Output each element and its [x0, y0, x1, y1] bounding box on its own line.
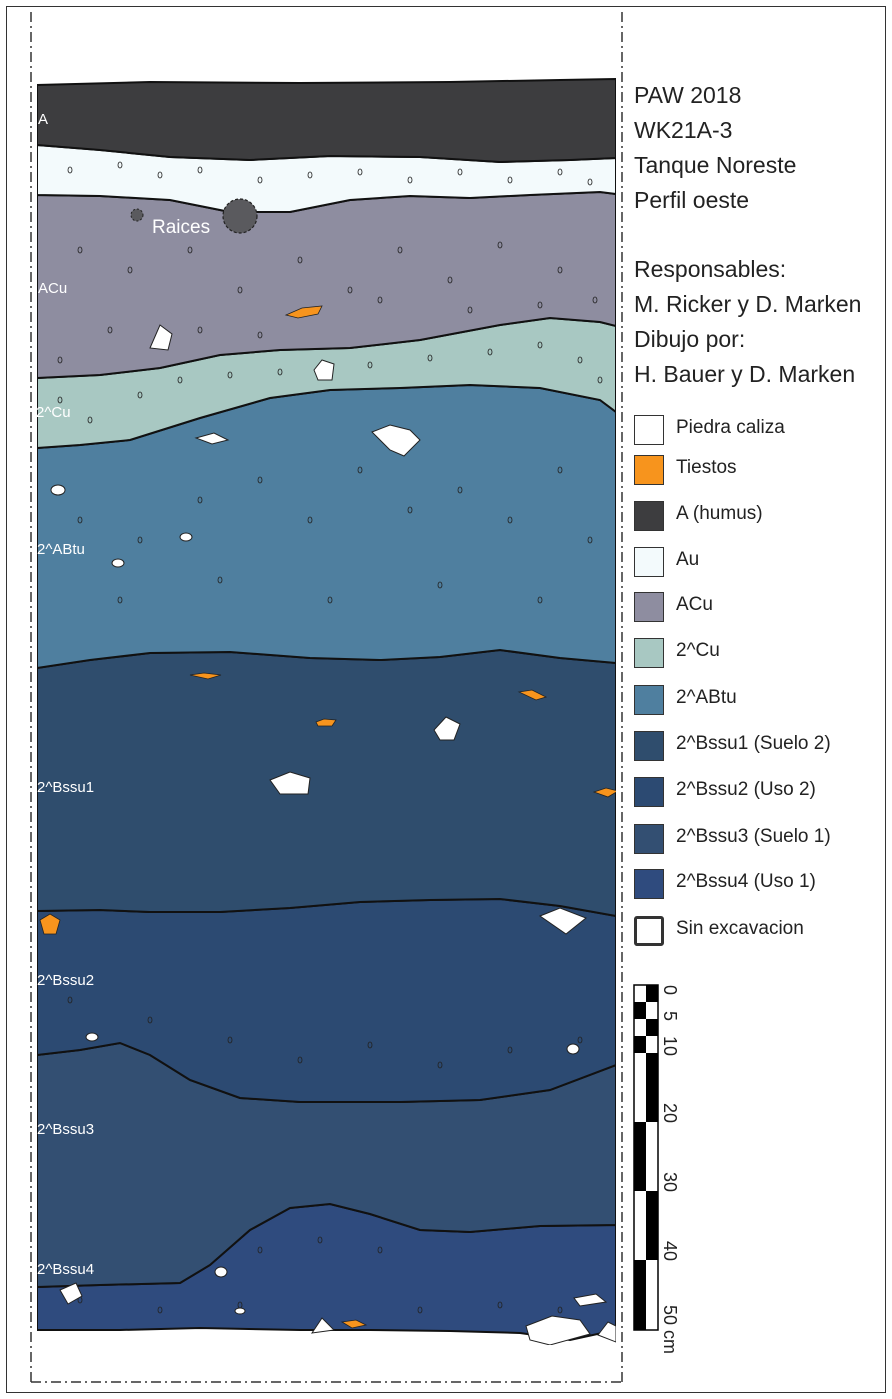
credits-line-1: Responsables: [634, 256, 787, 282]
legend-label-acu: ACu [676, 594, 713, 615]
layer-label-2bssu2: 2^Bssu2 [37, 972, 94, 989]
scale-bar: 0 5 10 20 30 40 50 cm [633, 984, 680, 1354]
legend-label-a-humus: A (humus) [676, 503, 763, 524]
legend-label-2bssu3: 2^Bssu3 (Suelo 1) [676, 826, 831, 847]
layer-label-2bssu3: 2^Bssu3 [37, 1121, 94, 1138]
legend-label-sin-excavacion: Sin excavacion [676, 918, 804, 939]
header-line-profile: Perfil oeste [634, 187, 750, 213]
legend-swatch-2cu [634, 638, 664, 668]
layer-2bssu1 [37, 648, 616, 918]
roots [130, 198, 258, 234]
limestone-pieces [50, 324, 616, 1345]
roots-label: Raices [152, 217, 210, 238]
legend-label-2bssu1: 2^Bssu1 (Suelo 2) [676, 733, 831, 754]
legend-swatch-tiestos [634, 455, 664, 485]
layer-label-2cu: 2^Cu [36, 404, 71, 421]
scale-tick-5: 5 [660, 1011, 680, 1021]
scale-tick-40: 40 [660, 1241, 680, 1261]
scale-tick-30: 30 [660, 1172, 680, 1192]
legend-swatch-a-humus [634, 501, 664, 531]
layer-label-a: A [38, 111, 48, 128]
scale-tick-20: 20 [660, 1103, 680, 1123]
legend-label-2bssu2: 2^Bssu2 (Uso 2) [676, 779, 816, 800]
header-line-project: PAW 2018 [634, 82, 742, 108]
sherd-pieces [39, 305, 616, 1329]
scale-tick-10: 10 [660, 1036, 680, 1056]
legend-swatch-2bssu3 [634, 824, 664, 854]
header-line-location: Tanque Noreste [634, 152, 797, 178]
figure-frame [6, 6, 886, 1393]
legend-label-au: Au [676, 549, 700, 570]
legend-swatch-2bssu1 [634, 731, 664, 761]
legend-swatch-sin-excavacion [634, 916, 664, 946]
legend-label-2bssu4: 2^Bssu4 (Uso 1) [676, 871, 816, 892]
layer-label-acu: ACu [38, 280, 67, 297]
legend-swatch-2abtu [634, 685, 664, 715]
legend-label-piedra-caliza: Piedra caliza [676, 417, 785, 438]
legend-swatch-piedra-caliza [634, 415, 664, 445]
legend-swatch-au [634, 547, 664, 577]
scale-tick-50: 50 cm [660, 1305, 680, 1354]
legend-label-2abtu: 2^ABtu [676, 687, 737, 708]
excavation-boundary [30, 12, 623, 1383]
layer-label-2bssu4: 2^Bssu4 [37, 1261, 94, 1278]
credits-line-4: H. Bauer y D. Marken [634, 361, 856, 387]
layer-labels: A Raices ACu 2^Cu 2^ABtu 2^Bssu1 2^Bssu2… [36, 111, 210, 1278]
legend-swatch-acu [634, 592, 664, 622]
legend-label-tiestos: Tiestos [676, 457, 737, 478]
credits-line-3: Dibujo por: [634, 326, 746, 352]
scale-tick-0: 0 [660, 985, 680, 995]
legend-swatch-2bssu4 [634, 869, 664, 899]
layer-label-2abtu: 2^ABtu [37, 541, 85, 558]
legend-label-2cu: 2^Cu [676, 640, 720, 661]
pebble-dots [57, 161, 603, 1314]
legend-swatch-2bssu2 [634, 777, 664, 807]
credits-line-2: M. Ricker y D. Marken [634, 291, 862, 317]
layer-a-humus [37, 77, 616, 164]
header-line-unit: WK21A-3 [634, 117, 733, 143]
layer-label-2bssu1: 2^Bssu1 [37, 779, 94, 796]
